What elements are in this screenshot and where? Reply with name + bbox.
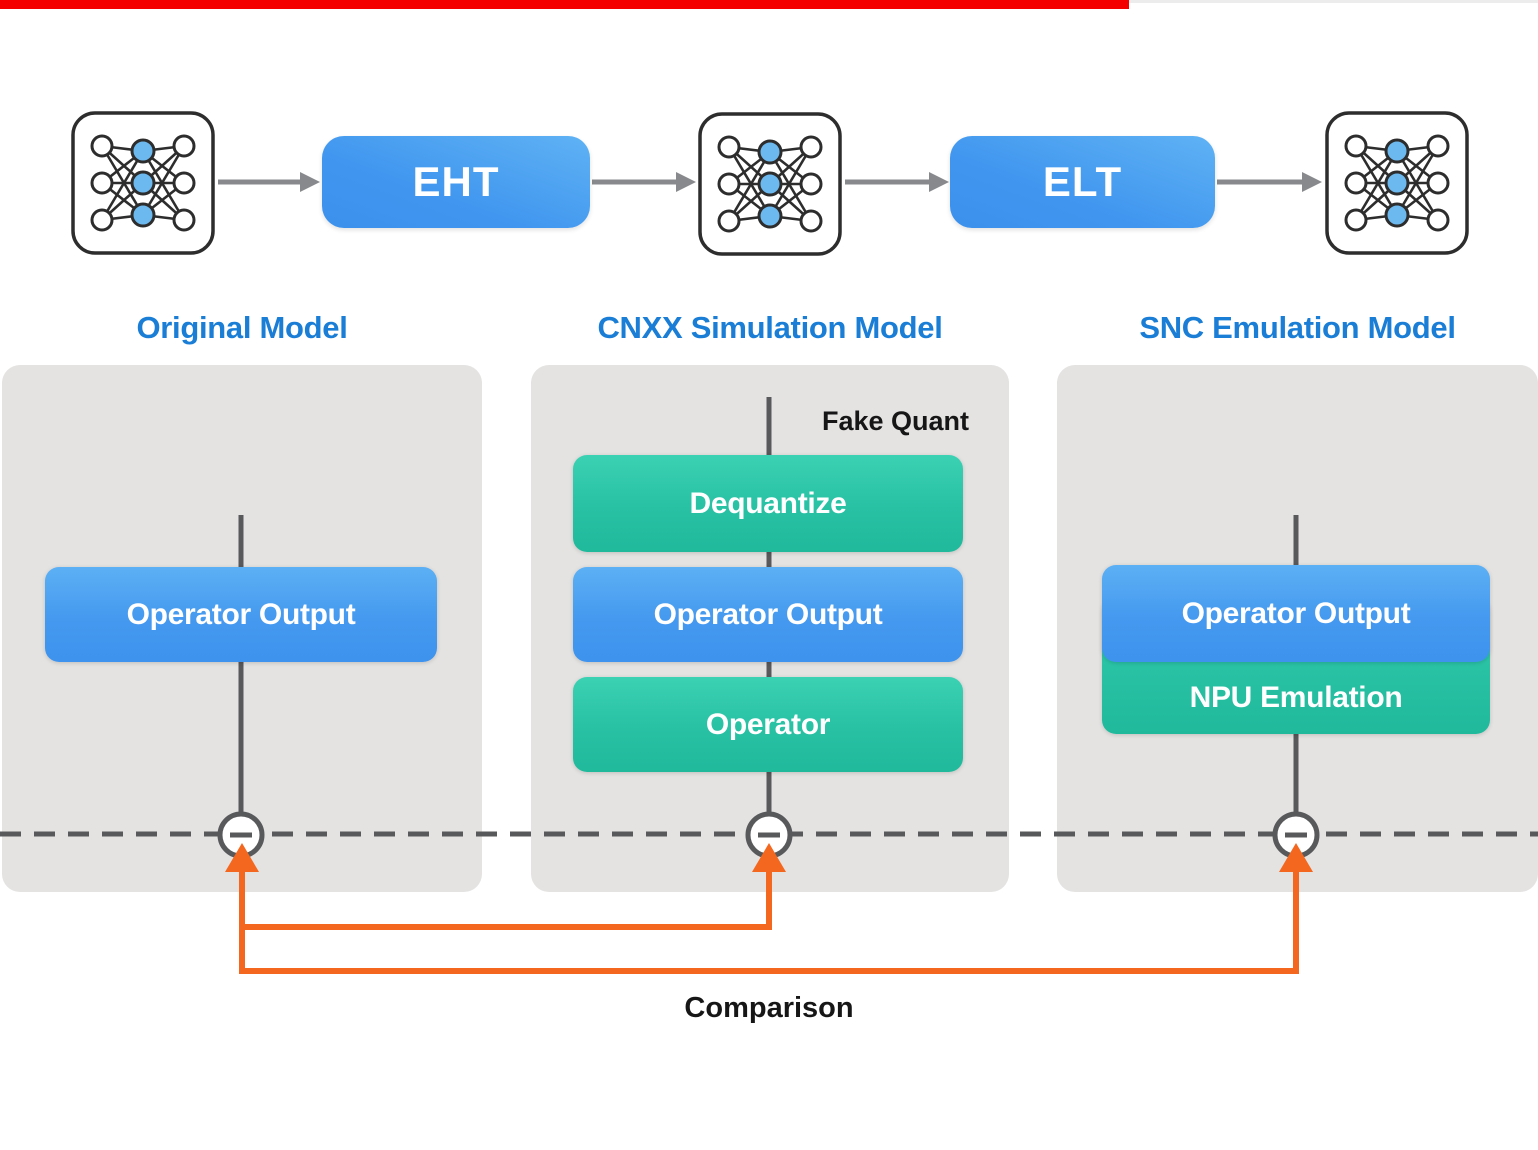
flow-arrows	[218, 172, 1322, 192]
dequantize-box: Dequantize	[573, 455, 963, 552]
eht-label: EHT	[412, 158, 500, 205]
operator-output-label: Operator Output	[1181, 596, 1411, 630]
arrowhead-up	[1279, 843, 1313, 872]
dequantize-label: Dequantize	[689, 486, 847, 520]
operator-box: Operator	[573, 677, 963, 772]
comparison-connectors	[225, 843, 1313, 974]
fake-quant-annotation: Fake Quant	[822, 406, 970, 436]
comparison-caption: Comparison	[684, 992, 854, 1024]
npu-emulation-label: NPU Emulation	[1189, 681, 1403, 714]
title-original-model: Original Model	[136, 310, 348, 345]
cnxx-operator-output-box: Operator Output	[573, 567, 963, 662]
column-connector-lines	[238, 397, 1299, 816]
operator-output-label: Operator Output	[126, 597, 356, 631]
arrowhead-up	[752, 843, 786, 872]
video-progress-bar[interactable]	[0, 0, 1129, 9]
neural-network-icon	[1325, 111, 1469, 255]
snc-operator-output-box: Operator Output	[1102, 565, 1490, 662]
operator-label: Operator	[705, 707, 831, 741]
neural-network-icon	[698, 112, 842, 256]
neural-network-icon	[71, 111, 215, 255]
operator-output-label: Operator Output	[653, 597, 883, 631]
arrowhead-up	[225, 843, 259, 872]
title-snc-emulation-model: SNC Emulation Model	[1139, 310, 1456, 345]
original-operator-output-box: Operator Output	[45, 567, 437, 662]
title-cnxx-simulation-model: CNXX Simulation Model	[597, 310, 943, 345]
elt-label: ELT	[1042, 158, 1123, 205]
elt-box: ELT	[950, 136, 1215, 228]
eht-box: EHT	[322, 136, 590, 228]
